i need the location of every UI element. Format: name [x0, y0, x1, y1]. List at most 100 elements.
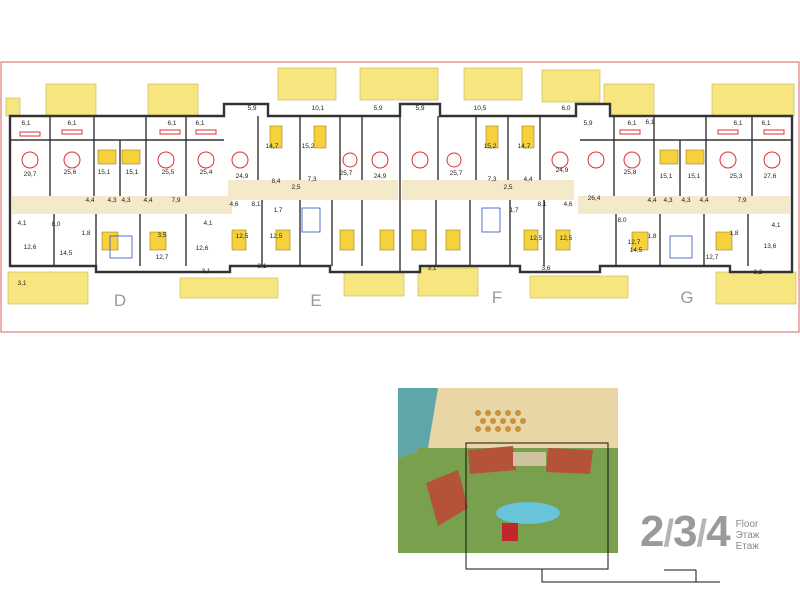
corridors: [12, 180, 790, 214]
room-area-label: 15,1: [660, 173, 673, 180]
room-area-label: 3,5: [157, 232, 166, 239]
room-area-label: 2,5: [503, 184, 512, 191]
sofas: [97, 125, 733, 251]
aerial-site-photo: [398, 388, 618, 553]
room-area-label: 6,1: [645, 119, 654, 126]
room-area-label: 6,1: [195, 120, 204, 127]
room-area-label: 8,1: [251, 201, 260, 208]
room-area-label: 15,1: [688, 173, 701, 180]
room-area-label: 8,0: [617, 217, 626, 224]
room-area-label: 7,3: [487, 176, 496, 183]
room-area-label: 4,4: [699, 197, 708, 204]
room-area-label: 12,7: [706, 254, 719, 261]
room-area-label: 27,6: [764, 173, 777, 180]
room-area-label: 4,6: [563, 201, 572, 208]
room-area-label: 29,7: [24, 171, 37, 178]
room-area-label: 15,2: [484, 143, 497, 150]
section-label-d: D: [114, 291, 126, 310]
room-area-label: 1,7: [273, 207, 282, 214]
room-area-label: 1,7: [509, 207, 518, 214]
logo-badge: [502, 523, 518, 541]
room-area-label: 12,5: [236, 233, 249, 240]
floor-numbers: 2/3/4: [640, 507, 731, 556]
room-area-label: 7,9: [737, 197, 746, 204]
room-area-label: 4,6: [229, 201, 238, 208]
room-area-label: 1,8: [647, 233, 656, 240]
room-area-label: 3,6: [541, 265, 550, 272]
room-area-label: 8,0: [51, 221, 60, 228]
room-area-label: 8,1: [537, 201, 546, 208]
room-area-label: 6,1: [761, 120, 770, 127]
room-area-label: 12,7: [628, 239, 641, 246]
room-area-label: 3,2: [753, 269, 762, 276]
room-area-label: 10,5: [474, 105, 487, 112]
floor-number: 4: [706, 507, 731, 556]
section-labels: D E F G: [114, 288, 694, 310]
room-area-label: 24,9: [556, 167, 569, 174]
callout-line: [541, 569, 720, 583]
floor-badge: 2/3/4 Floor Этаж Етаж: [640, 506, 759, 556]
room-area-label: 26,4: [588, 195, 601, 202]
room-area-label: 12,5: [530, 235, 543, 242]
room-area-label: 25,4: [200, 169, 213, 176]
section-label-e: E: [310, 291, 321, 310]
room-labels: 6,1 6,1 29,7 25,6 15,1 15,1 25,5 25,4 6,1 6,1 4,1 8…: [17, 105, 780, 287]
room-area-label: 12,6: [196, 245, 209, 252]
top-balconies: [5, 67, 795, 117]
room-area-label: 3,1: [257, 263, 266, 270]
room-area-label: 3,1: [427, 265, 436, 272]
pool: [496, 502, 560, 524]
floor-word: Етаж: [735, 541, 759, 552]
floor-word: Floor: [735, 519, 759, 530]
room-area-label: 14,5: [60, 250, 73, 257]
room-area-label: 7,3: [307, 176, 316, 183]
room-area-label: 7,9: [171, 197, 180, 204]
plan-frame: [0, 61, 800, 333]
room-area-label: 5,9: [415, 105, 424, 112]
room-area-label: 12,5: [270, 233, 283, 240]
room-area-label: 15,2: [302, 143, 315, 150]
room-area-label: 5,9: [247, 105, 256, 112]
section-label-f: F: [492, 288, 502, 307]
room-area-label: 25,8: [624, 169, 637, 176]
tables: [19, 129, 785, 169]
room-area-label: 12,6: [24, 244, 37, 251]
room-area-label: 24,9: [236, 173, 249, 180]
room-area-label: 14,7: [266, 143, 279, 150]
room-area-label: 4,3: [663, 197, 672, 204]
room-area-label: 4,1: [203, 220, 212, 227]
room-area-label: 6,1: [167, 120, 176, 127]
room-area-label: 4,3: [681, 197, 690, 204]
room-area-label: 10,1: [312, 105, 325, 112]
room-area-label: 3,1: [201, 268, 210, 275]
room-area-label: 4,4: [523, 176, 532, 183]
room-area-label: 25,6: [64, 169, 77, 176]
room-area-label: 6,1: [733, 120, 742, 127]
section-label-g: G: [680, 288, 693, 307]
floor-number: 2: [640, 507, 665, 556]
room-area-label: 15,1: [126, 169, 139, 176]
room-area-label: 4,1: [771, 222, 780, 229]
room-area-label: 25,5: [162, 169, 175, 176]
room-area-label: 5,9: [373, 105, 382, 112]
room-area-label: 6,0: [561, 105, 570, 112]
room-area-label: 4,4: [647, 197, 656, 204]
room-area-label: 8,4: [271, 178, 280, 185]
room-area-label: 1,8: [81, 230, 90, 237]
room-area-label: 6,1: [627, 120, 636, 127]
room-area-label: 14,7: [518, 143, 531, 150]
floor-word: Этаж: [735, 530, 760, 541]
room-area-label: 15,1: [98, 169, 111, 176]
room-area-label: 4,3: [121, 197, 130, 204]
floor-words: Floor Этаж Етаж: [736, 519, 760, 552]
room-area-label: 12,5: [560, 235, 573, 242]
partitions: [10, 104, 792, 272]
room-area-label: 14,5: [630, 247, 643, 254]
room-area-label: 4,4: [85, 197, 94, 204]
stair-cores: [109, 207, 693, 259]
room-area-label: 1,8: [729, 230, 738, 237]
beach-umbrellas: [475, 410, 526, 432]
room-area-label: 2,5: [291, 184, 300, 191]
room-area-label: 13,6: [764, 243, 777, 250]
floor-plan: 6,1 6,1 29,7 25,6 15,1 15,1 25,5 25,4 6,1 6,1 4,1 8…: [0, 61, 800, 333]
